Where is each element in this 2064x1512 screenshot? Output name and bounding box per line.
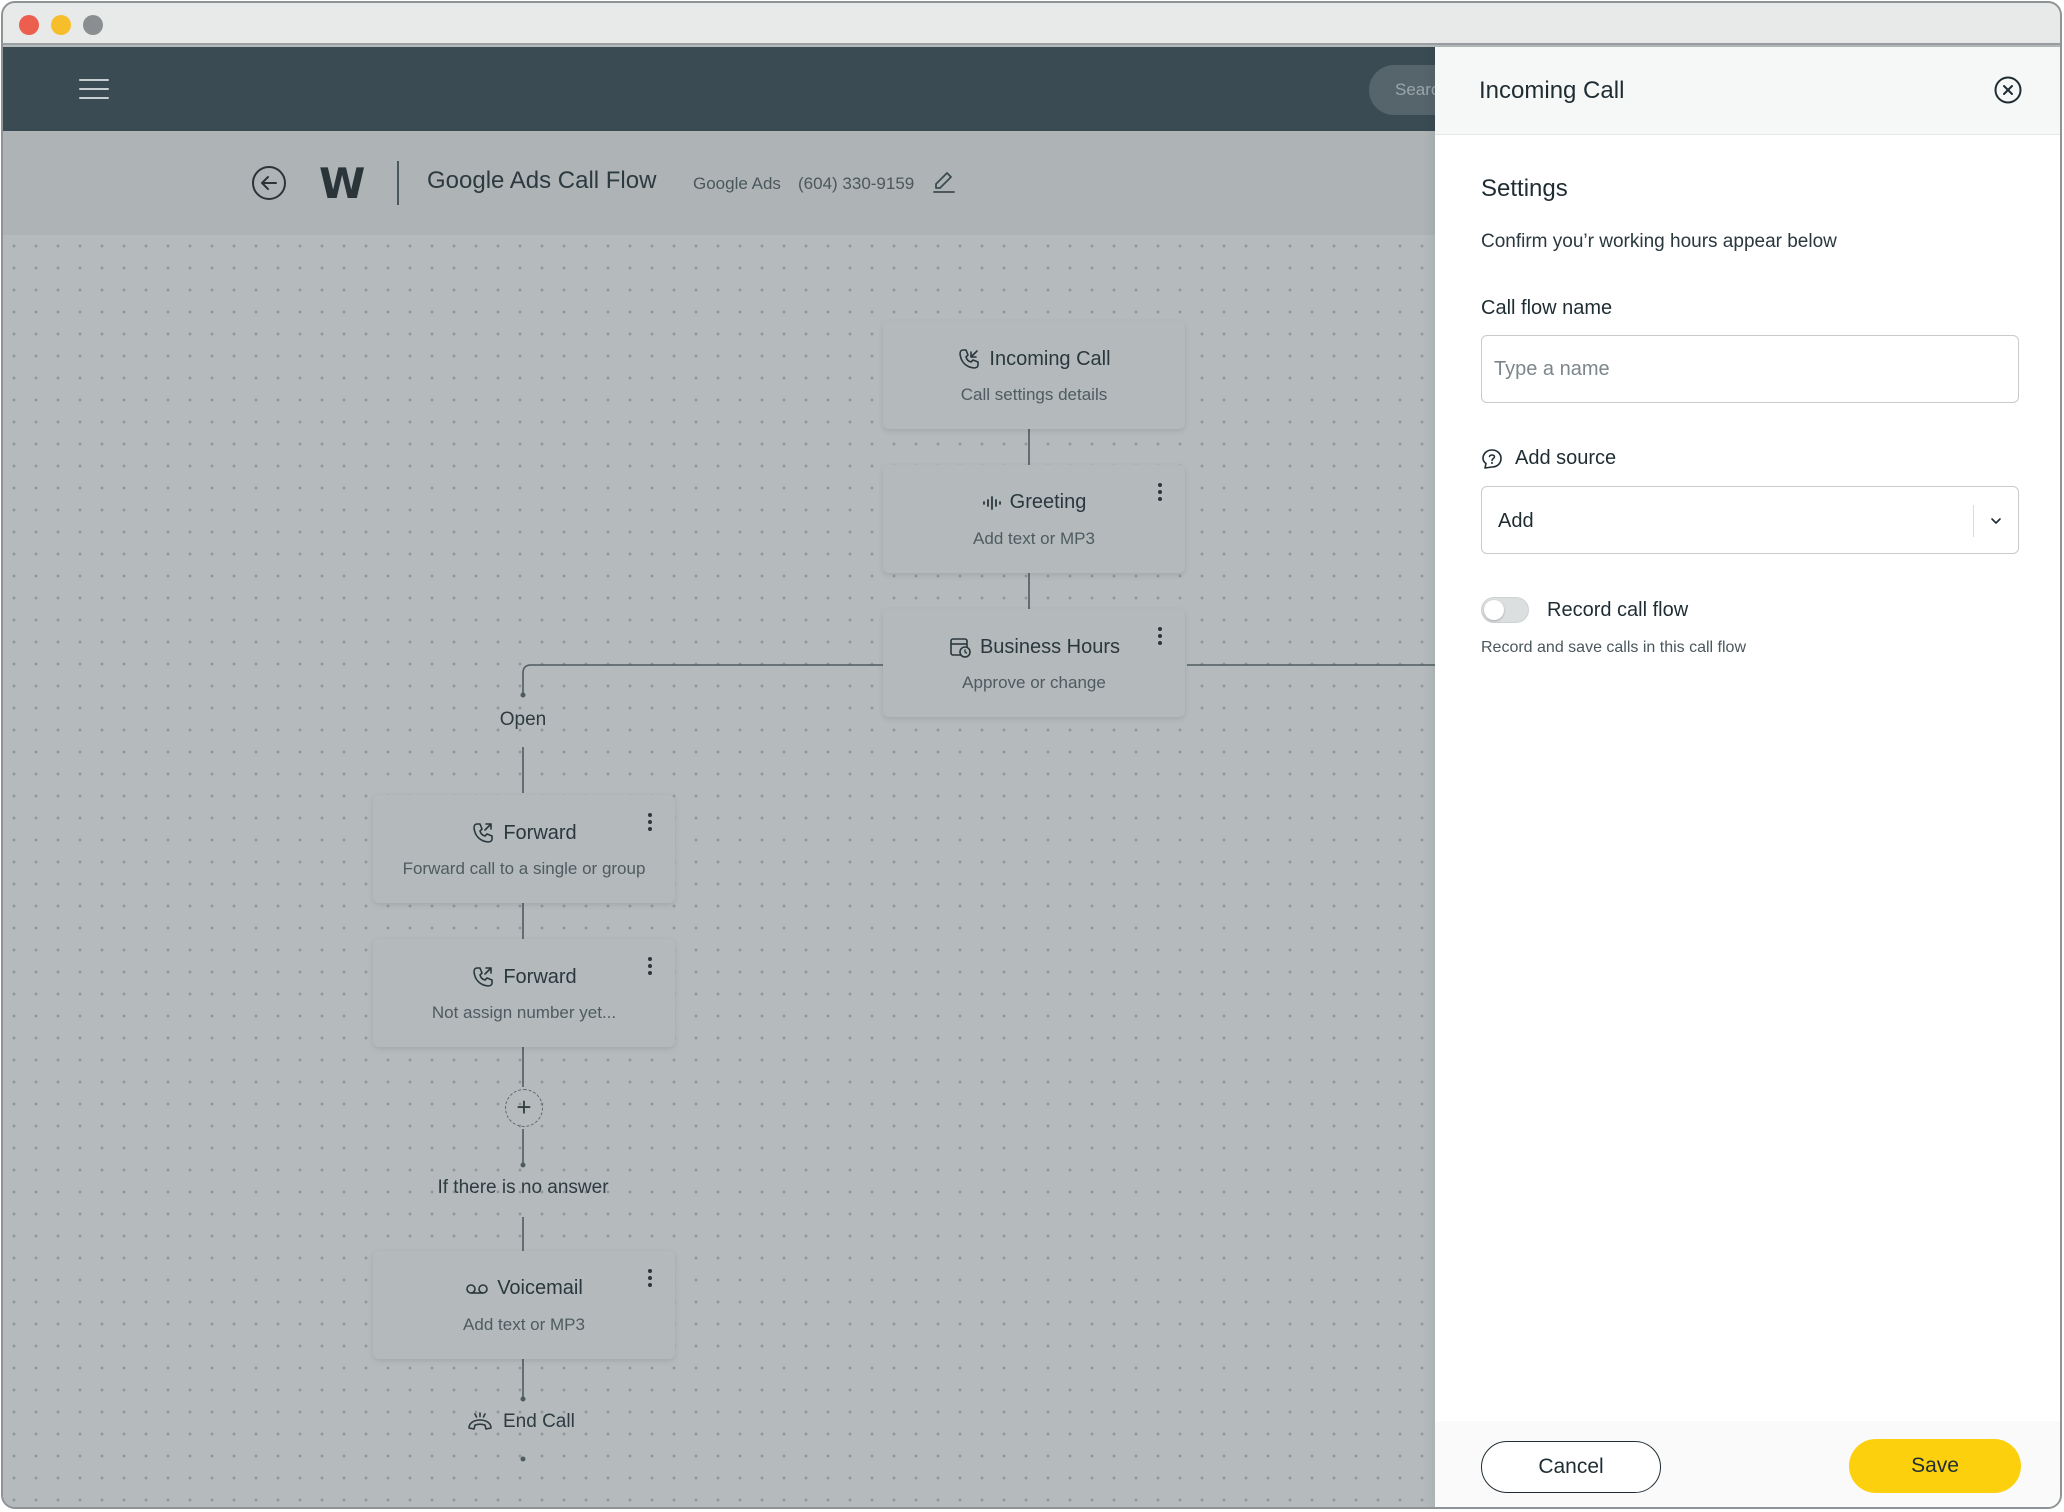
window-titlebar [3,3,2060,45]
phone-hangup-icon [468,1412,492,1430]
phone-incoming-icon [959,349,980,369]
add-source-select[interactable]: Add [1481,486,2019,554]
branch-label-no-answer: If there is no answer [437,1177,609,1198]
node-subtitle: Not assign number yet... [431,1003,617,1022]
node-subtitle: Add text or MP3 [973,529,1095,548]
panel-header: Incoming Call [1435,47,2060,135]
chevron-down-icon[interactable] [1988,513,2004,529]
header-divider [397,161,399,205]
more-options-icon[interactable] [647,1269,653,1289]
add-source-label: Add source [1481,447,1616,470]
add-source-text: Add source [1515,447,1617,469]
hamburger-icon[interactable] [79,79,109,99]
flow-connectors [520,429,1435,1462]
calendar-clock-icon [950,638,971,658]
voicemail-icon [466,1283,488,1294]
add-step-button[interactable]: + [505,1089,543,1127]
flow-title: Google Ads Call Flow [427,167,657,194]
node-title: Incoming Call [989,347,1111,370]
node-voicemail[interactable]: Voicemail Add text or MP3 [373,1251,675,1359]
node-title: Forward [503,965,577,988]
record-call-flow-toggle[interactable] [1481,597,1529,623]
flow-canvas[interactable]: Incoming Call Call settings details Gree… [3,235,1435,1507]
settings-heading: Settings [1481,175,1568,202]
end-call-marker: End Call [467,1411,575,1433]
cancel-button[interactable]: Cancel [1481,1441,1661,1493]
node-title: Greeting [1009,491,1087,513]
audio-wave-icon [982,495,1001,510]
help-bubble-icon[interactable] [1481,448,1503,470]
panel-footer: Cancel Save [1435,1421,2060,1507]
settings-description: Confirm you’r working hours appear below [1481,231,1837,252]
close-icon[interactable] [1993,75,2023,105]
end-call-label: End Call [503,1411,575,1432]
incoming-call-settings-panel: Incoming Call Settings Confirm you’r wor… [1435,47,2060,1507]
node-forward[interactable]: Forward Forward call to a single or grou… [373,795,675,903]
node-title: Business Hours [979,635,1121,658]
call-flow-name-input[interactable] [1481,335,2019,403]
pencil-icon[interactable] [931,169,957,195]
node-forward[interactable]: Forward Not assign number yet... [373,939,675,1047]
record-call-flow-row: Record call flow [1481,597,1688,623]
call-flow-name-label: Call flow name [1481,297,1613,319]
node-title: Forward [503,821,577,844]
arrow-left-circle-icon[interactable] [251,165,287,201]
node-title: Voicemail [497,1277,583,1299]
phone-forward-icon [473,823,494,843]
more-options-icon[interactable] [647,957,653,977]
node-subtitle: Forward call to a single or group [402,859,646,878]
brand-logo[interactable]: W [319,159,365,208]
node-incoming-call[interactable]: Incoming Call Call settings details [883,321,1185,429]
window-minimize-button[interactable] [51,15,71,35]
node-subtitle: Approve or change [962,673,1106,692]
node-subtitle: Call settings details [960,385,1108,404]
window-close-button[interactable] [19,15,39,35]
node-greeting[interactable]: Greeting Add text or MP3 [883,465,1185,573]
phone-forward-icon [473,967,494,987]
toggle-knob [1484,600,1504,620]
flow-phone-number: (604) 330-9159 [798,174,915,193]
panel-title: Incoming Call [1479,77,1625,104]
node-business-hours[interactable]: Business Hours Approve or change [883,609,1185,717]
more-options-icon[interactable] [1157,483,1163,503]
select-divider [1973,505,1974,537]
flow-source: Google Ads [693,174,781,193]
node-subtitle: Add text or MP3 [463,1315,585,1334]
branch-label-open: Open [499,709,547,730]
add-source-value: Add [1498,510,1534,532]
record-call-flow-label: Record call flow [1547,598,1689,621]
save-button[interactable]: Save [1849,1439,2021,1493]
record-call-flow-help: Record and save calls in this call flow [1481,639,1747,656]
more-options-icon[interactable] [647,813,653,833]
more-options-icon[interactable] [1157,627,1163,647]
window-zoom-button[interactable] [83,15,103,35]
